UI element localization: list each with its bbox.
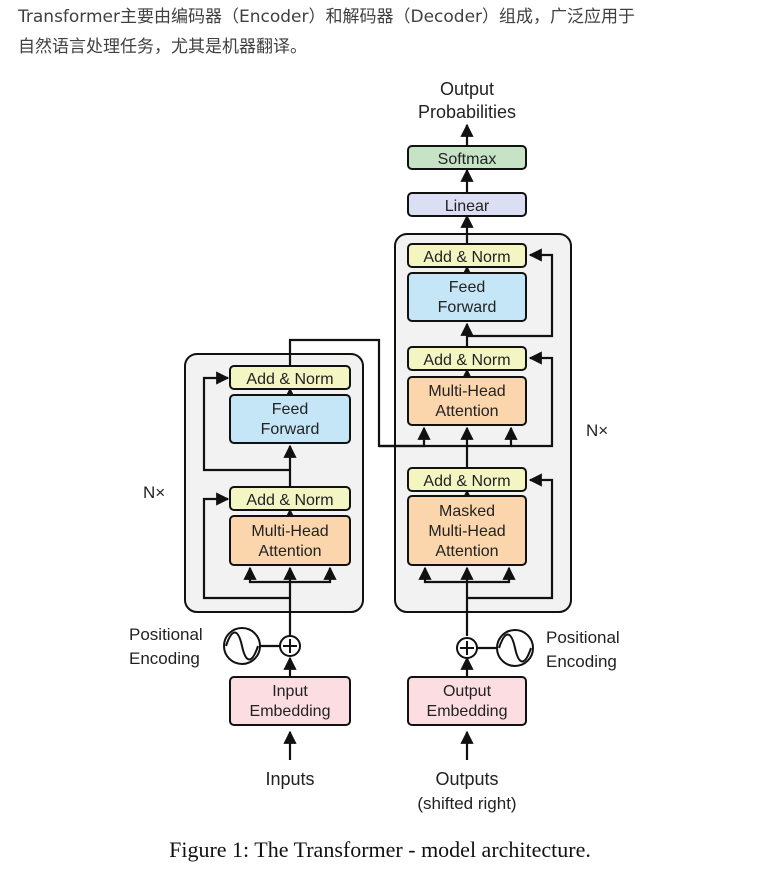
- decoder-masked-label-2: Multi-Head: [428, 523, 505, 540]
- decoder-positional-label-1: Positional: [546, 628, 620, 647]
- decoder-add-icon: [456, 637, 478, 659]
- decoder-add-norm-mid-label: Add & Norm: [423, 352, 510, 369]
- output-probabilities-label-2: Probabilities: [418, 102, 516, 122]
- input-embedding-label-2: Embedding: [250, 703, 331, 720]
- encoder-add-norm-bottom-label: Add & Norm: [246, 492, 333, 509]
- encoder-feed-forward-label-2: Forward: [261, 421, 320, 438]
- decoder-feed-forward-label-2: Forward: [438, 299, 497, 316]
- decoder-masked-label-1: Masked: [439, 503, 495, 520]
- decoder-nx-label: N×: [586, 421, 608, 440]
- intro-line-2: 自然语言处理任务，尤其是机器翻译。: [18, 37, 307, 57]
- output-embedding-label-1: Output: [443, 683, 492, 700]
- encoder-attention-label-2: Attention: [258, 543, 321, 560]
- decoder-add-norm-top-label: Add & Norm: [423, 249, 510, 266]
- decoder-positional-encoding-icon: [496, 629, 534, 667]
- input-embedding-label-1: Input: [272, 683, 308, 700]
- decoder-feed-forward: [407, 272, 527, 322]
- encoder-add-icon: [279, 635, 301, 657]
- softmax-label: Softmax: [438, 151, 497, 168]
- intro-paragraph: Transformer主要由编码器（Encoder）和解码器（Decoder）组…: [18, 2, 758, 62]
- encoder-multi-head-attention: [229, 515, 351, 566]
- encoder-attention-label-1: Multi-Head: [251, 523, 328, 540]
- decoder-feed-forward-label-1: Feed: [449, 279, 485, 296]
- decoder-cross-attention-label-2: Attention: [435, 403, 498, 420]
- encoder-positional-encoding-icon: [223, 627, 261, 665]
- linear-layer: [407, 192, 527, 217]
- encoder-nx-label: N×: [143, 483, 165, 502]
- decoder-connections: [418, 123, 554, 760]
- decoder-add-norm-bottom-label: Add & Norm: [423, 473, 510, 490]
- decoder-cross-attention-label-1: Multi-Head: [428, 383, 505, 400]
- softmax-layer: [407, 145, 527, 170]
- decoder-masked-label-3: Attention: [435, 543, 498, 560]
- encoder-add-norm-top-label: Add & Norm: [246, 371, 333, 388]
- outputs-label-1: Outputs: [435, 769, 498, 789]
- output-probabilities-label-1: Output: [440, 79, 494, 99]
- inputs-label: Inputs: [265, 769, 314, 789]
- encoder-positional-label-1: Positional: [129, 625, 203, 644]
- encoder-add-norm-bottom: [229, 486, 351, 511]
- encoder-feed-forward-label-1: Feed: [272, 401, 308, 418]
- intro-line-1: Transformer主要由编码器（Encoder）和解码器（Decoder）组…: [18, 7, 636, 27]
- output-embedding-label-2: Embedding: [427, 703, 508, 720]
- output-embedding: [407, 676, 527, 726]
- figure-caption: Figure 1: The Transformer - model archit…: [169, 837, 591, 862]
- encoder-stack: [184, 353, 364, 613]
- encoder-feed-forward: [229, 394, 351, 444]
- decoder-positional-label-2: Encoding: [546, 652, 617, 671]
- decoder-add-norm-bottom: [407, 467, 527, 492]
- linear-label: Linear: [445, 198, 490, 215]
- encoder-add-norm-top: [229, 365, 351, 390]
- decoder-add-norm-mid: [407, 346, 527, 371]
- decoder-add-norm-top: [407, 243, 527, 268]
- decoder-cross-attention: [407, 376, 527, 426]
- outputs-label-2: (shifted right): [417, 794, 516, 813]
- encoder-positional-label-2: Encoding: [129, 649, 200, 668]
- input-embedding: [229, 676, 351, 726]
- decoder-masked-attention: [407, 495, 527, 566]
